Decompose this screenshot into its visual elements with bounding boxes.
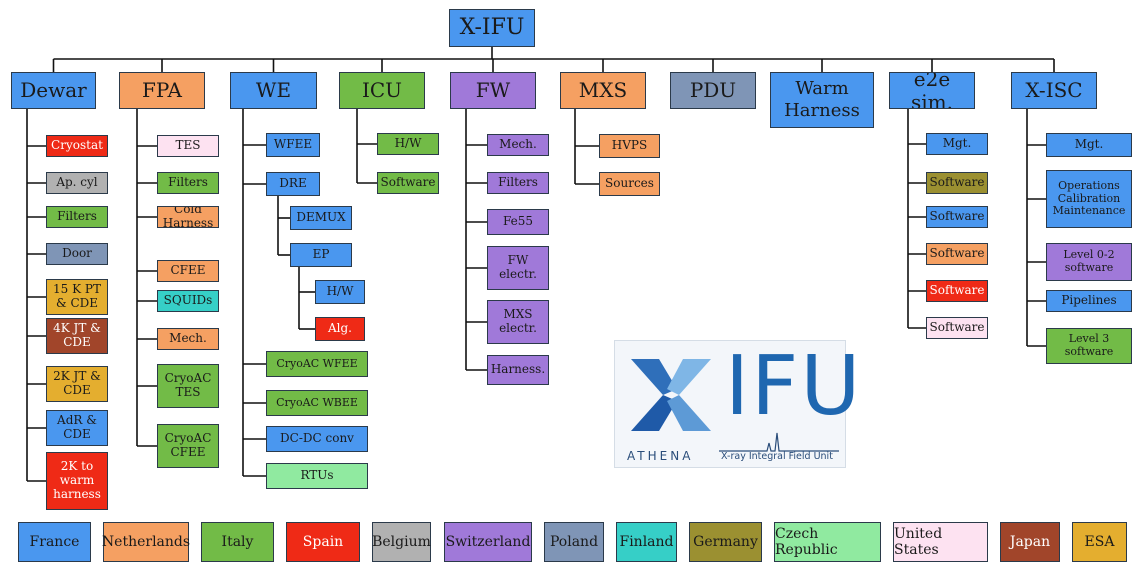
- legend-item: France: [18, 522, 91, 562]
- we-leaf-1: DRE: [266, 172, 320, 196]
- legend-item: ESA: [1072, 522, 1127, 562]
- leaf-3-0: H/W: [377, 133, 439, 155]
- legend-item: Belgium: [372, 522, 431, 562]
- leaf-1-4: SQUIDs: [157, 290, 219, 312]
- leaf-8-0: Mgt.: [926, 133, 988, 155]
- leaf-0-2: Filters: [46, 206, 108, 228]
- we-leaf-2: CryoAC WFEE: [266, 351, 368, 377]
- logo-athena-text: ATHENA: [627, 449, 694, 463]
- legend-item: Switzerland: [444, 522, 532, 562]
- leaf-9-1: Operations Calibration Maintenance: [1046, 170, 1132, 228]
- leaf-1-2: Cold Harness: [157, 206, 219, 228]
- leaf-4-2: Fe55: [487, 209, 549, 235]
- leaf-1-5: Mech.: [157, 328, 219, 350]
- legend-item: Netherlands: [102, 522, 190, 562]
- leaf-1-7: CryoAC CFEE: [157, 424, 219, 468]
- leaf-5-1: Sources: [599, 172, 660, 196]
- leaf-4-3: FW electr.: [487, 246, 549, 290]
- leaf-8-5: Software: [926, 317, 988, 339]
- leaf-9-0: Mgt.: [1046, 133, 1132, 157]
- leaf-0-4: 15 K PT & CDE: [46, 279, 108, 315]
- root-node: X-IFU: [449, 9, 535, 47]
- dre-leaf-0: DEMUX: [290, 206, 352, 230]
- leaf-1-1: Filters: [157, 172, 219, 194]
- legend-item: Poland: [544, 522, 604, 562]
- leaf-8-2: Software: [926, 206, 988, 228]
- leaf-9-4: Level 3 software: [1046, 328, 1132, 364]
- leaf-9-2: Level 0-2 software: [1046, 243, 1132, 281]
- group-head-8: e2e sim.: [889, 72, 975, 109]
- legend-item: Finland: [616, 522, 677, 562]
- we-leaf-0: WFEE: [266, 133, 320, 157]
- group-head-0: Dewar: [11, 72, 96, 109]
- leaf-3-1: Software: [377, 172, 439, 194]
- we-leaf-4: DC-DC conv: [266, 426, 368, 452]
- ep-leaf-1: Alg.: [315, 317, 365, 341]
- leaf-8-3: Software: [926, 243, 988, 265]
- ifu-logo: IFU ATHENA X-ray Integral Field Unit: [614, 339, 860, 468]
- group-head-7: Warm Harness: [770, 72, 874, 128]
- legend-item: Japan: [1000, 522, 1060, 562]
- leaf-0-7: AdR & CDE: [46, 410, 108, 446]
- legend-item: Germany: [689, 522, 762, 562]
- logo-wordmark: IFU: [725, 339, 863, 434]
- we-leaf-3: CryoAC WBEE: [266, 390, 368, 416]
- logo-tagline: X-ray Integral Field Unit: [721, 451, 833, 462]
- ep-leaf-0: H/W: [315, 280, 365, 304]
- legend-item: Italy: [201, 522, 274, 562]
- group-head-5: MXS: [560, 72, 646, 109]
- logo-spectrum-line-icon: [719, 432, 839, 452]
- leaf-8-1: Software: [926, 172, 988, 194]
- leaf-0-1: Ap. cyl: [46, 172, 108, 194]
- legend-item: United States: [893, 522, 988, 562]
- dre-leaf-1: EP: [290, 243, 352, 267]
- leaf-0-6: 2K JT & CDE: [46, 366, 108, 402]
- leaf-0-5: 4K JT & CDE: [46, 318, 108, 354]
- legend-item: Czech Republic: [774, 522, 881, 562]
- group-head-3: ICU: [339, 72, 425, 109]
- group-head-2: WE: [230, 72, 317, 109]
- group-head-4: FW: [450, 72, 536, 109]
- ifu-logo-mark-icon: [631, 359, 711, 431]
- group-head-1: FPA: [119, 72, 205, 109]
- leaf-8-4: Software: [926, 280, 988, 302]
- group-head-9: X-ISC: [1011, 72, 1097, 109]
- leaf-1-0: TES: [157, 135, 219, 157]
- leaf-4-5: Harness.: [487, 355, 549, 385]
- leaf-0-0: Cryostat: [46, 135, 108, 157]
- leaf-0-8: 2K to warm harness: [46, 452, 108, 510]
- leaf-0-3: Door: [46, 243, 108, 265]
- leaf-4-4: MXS electr.: [487, 300, 549, 344]
- group-head-6: PDU: [670, 72, 756, 109]
- leaf-9-3: Pipelines: [1046, 290, 1132, 312]
- we-leaf-5: RTUs: [266, 463, 368, 489]
- leaf-1-6: CryoAC TES: [157, 364, 219, 408]
- leaf-4-0: Mech.: [487, 134, 549, 156]
- leaf-4-1: Filters: [487, 172, 549, 194]
- leaf-1-3: CFEE: [157, 260, 219, 282]
- leaf-5-0: HVPS: [599, 134, 660, 158]
- legend-item: Spain: [286, 522, 360, 562]
